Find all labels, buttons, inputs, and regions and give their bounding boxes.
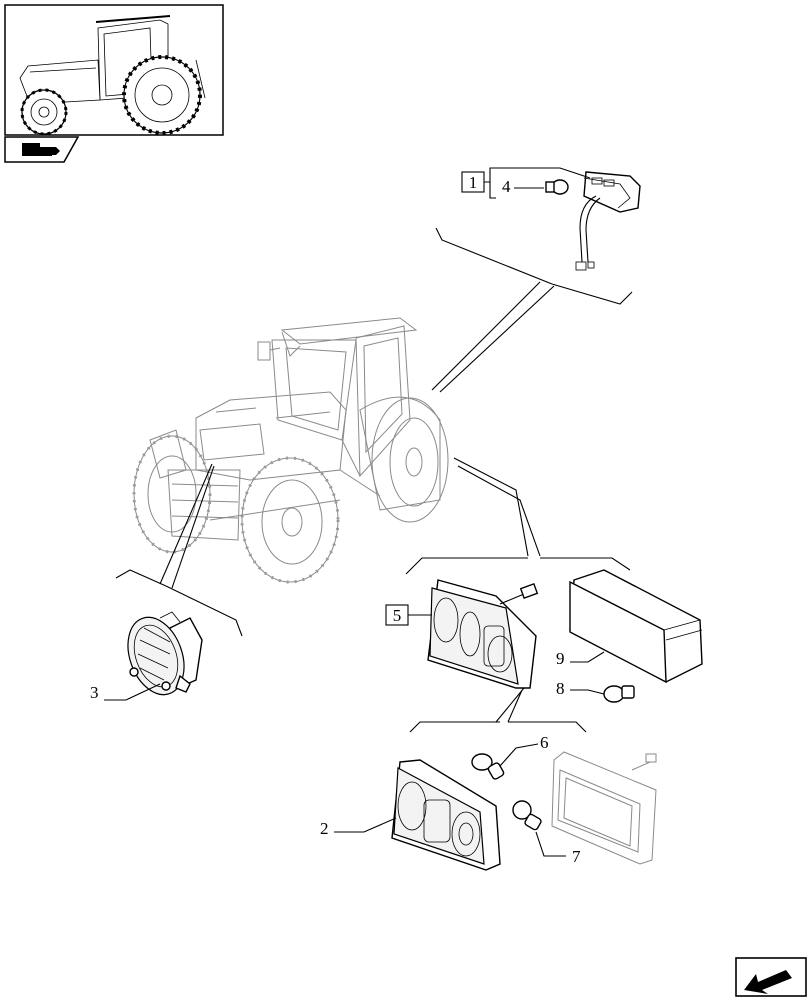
svg-text:7: 7 (572, 847, 581, 866)
svg-text:5: 5 (393, 606, 402, 625)
callout-4[interactable]: 4 (502, 177, 511, 196)
reference-lamp-faint (551, 751, 657, 865)
part-1-lamp[interactable] (575, 171, 641, 271)
callout-5[interactable]: 5 (385, 604, 409, 626)
callout-9[interactable]: 9 (556, 649, 565, 668)
svg-text:1: 1 (469, 173, 478, 192)
part-9-lens-cover[interactable] (569, 569, 703, 684)
part-4-bulb[interactable] (545, 179, 569, 195)
callout-7[interactable]: 7 (572, 847, 581, 866)
callout-8[interactable]: 8 (556, 679, 565, 698)
leader-lines (115, 227, 633, 733)
svg-text:3: 3 (90, 683, 99, 702)
part-6-bulb[interactable] (471, 753, 505, 780)
tractor-thumbnail-icon[interactable] (4, 4, 224, 136)
leader-1 (484, 167, 591, 183)
callout-6[interactable]: 6 (540, 733, 549, 752)
section-tab-icon[interactable] (4, 136, 80, 163)
leader-6 (499, 743, 539, 767)
tractor-illustration (132, 317, 449, 584)
part-8-bulb[interactable] (603, 685, 635, 703)
leader-1b (489, 182, 496, 199)
leader-7 (535, 831, 566, 857)
part-7-bulb[interactable] (512, 800, 542, 831)
callout-3[interactable]: 3 (90, 683, 99, 702)
svg-text:4: 4 (502, 177, 511, 196)
svg-text:9: 9 (556, 649, 565, 668)
leader-3 (104, 683, 161, 701)
svg-text:2: 2 (320, 819, 329, 838)
leader-9 (570, 651, 605, 663)
part-3-work-lamp[interactable] (118, 610, 203, 703)
callout-2[interactable]: 2 (320, 819, 329, 838)
leader-8 (570, 689, 605, 695)
svg-text:6: 6 (540, 733, 549, 752)
callout-1[interactable]: 1 (461, 171, 485, 193)
svg-text:8: 8 (556, 679, 565, 698)
part-5-rear-light[interactable] (427, 579, 539, 689)
back-arrow-icon[interactable] (735, 957, 807, 997)
part-2-lamp-assembly[interactable] (391, 759, 501, 871)
leader-2 (334, 817, 397, 833)
